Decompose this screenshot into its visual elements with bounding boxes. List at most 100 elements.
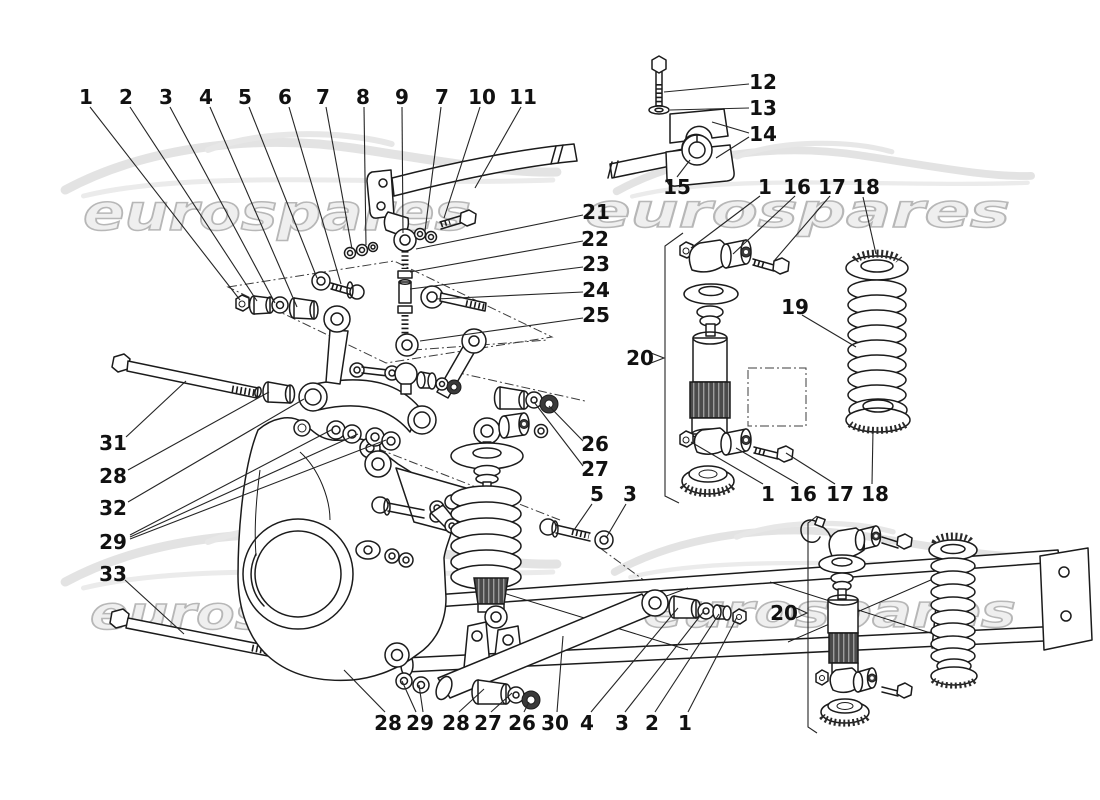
leader-line xyxy=(690,195,761,249)
leader-line xyxy=(415,214,584,250)
hub-bore xyxy=(242,518,354,630)
callout-label: 30 xyxy=(541,711,569,735)
leader-line xyxy=(556,635,564,713)
callout-label: 32 xyxy=(99,496,127,520)
coil-spring-2 xyxy=(928,532,978,689)
leader-line xyxy=(125,380,187,438)
callout-label: 21 xyxy=(582,200,610,224)
leader-line xyxy=(89,106,241,301)
leader-line xyxy=(573,503,593,531)
callout-label: 22 xyxy=(581,227,609,251)
leader-line xyxy=(129,439,387,540)
leader-line xyxy=(129,428,334,536)
leader-line xyxy=(690,441,764,485)
toe-control-arm xyxy=(298,305,487,435)
leader-line xyxy=(169,106,276,304)
leader-line xyxy=(127,398,305,503)
callout-label: 33 xyxy=(99,562,127,586)
callout-label: 18 xyxy=(861,482,889,506)
leader-line xyxy=(443,106,481,219)
bracket-pointer xyxy=(795,607,809,619)
leader-line xyxy=(687,616,738,713)
callout-label: 11 xyxy=(509,85,537,109)
leader-line xyxy=(676,159,691,178)
callout-label: 17 xyxy=(818,175,846,199)
callout-label: 18 xyxy=(852,175,880,199)
leader-line xyxy=(248,106,318,279)
leader-line xyxy=(711,121,750,134)
callout-label: 26 xyxy=(508,711,536,735)
callout-label: 2 xyxy=(645,711,659,735)
callout-label: 19 xyxy=(781,295,809,319)
leader-line xyxy=(458,688,485,713)
bush-cluster xyxy=(493,386,559,414)
hub-upright xyxy=(237,417,477,682)
leader-line xyxy=(624,610,705,713)
callout-label: 7 xyxy=(316,85,330,109)
pivot-washers xyxy=(326,420,401,451)
callout-label: 29 xyxy=(406,711,434,735)
callout-label: 4 xyxy=(199,85,213,109)
callout-label: 7 xyxy=(435,85,449,109)
callout-label: 25 xyxy=(582,303,610,327)
leader-line xyxy=(288,106,342,285)
leader-line xyxy=(409,240,584,273)
callout-label: 1 xyxy=(678,711,692,735)
leader-line xyxy=(490,692,513,713)
leader-line xyxy=(343,669,386,713)
callout-label: 29 xyxy=(99,530,127,554)
rear-subframe xyxy=(400,547,1093,677)
callout-label: 1 xyxy=(758,175,772,199)
callout-label: 6 xyxy=(278,85,292,109)
leader-line xyxy=(363,106,367,246)
callout-label: 20 xyxy=(770,601,798,625)
leader-line xyxy=(773,195,831,262)
callout-label: 2 xyxy=(119,85,133,109)
upper-radius-rod xyxy=(111,353,296,404)
watermark-text: eurospares xyxy=(585,184,1010,238)
leader-line xyxy=(419,317,584,342)
leader-line xyxy=(523,701,530,713)
callout-label: 17 xyxy=(826,482,854,506)
damper-exploded-1 xyxy=(679,239,794,497)
leader-line xyxy=(801,314,857,348)
callout-label: 1 xyxy=(79,85,93,109)
callout-label: 28 xyxy=(442,711,470,735)
leader-line xyxy=(871,429,874,485)
callout-label: 15 xyxy=(663,175,691,199)
callout-label: 9 xyxy=(395,85,409,109)
pivot-bolt-5-3 xyxy=(539,518,614,550)
group-brackets xyxy=(650,232,818,734)
callout-label: 5 xyxy=(238,85,252,109)
callout-label: 23 xyxy=(582,252,610,276)
callout-label: 28 xyxy=(99,464,127,488)
damper-exploded-2 xyxy=(800,516,913,727)
leader-line xyxy=(129,106,258,302)
bracket-pointer xyxy=(650,352,666,364)
leader-line xyxy=(732,195,796,255)
callout-label: 31 xyxy=(99,431,127,455)
callout-label: 3 xyxy=(615,711,629,735)
leader-line xyxy=(209,106,298,308)
leader-line xyxy=(424,106,442,232)
leader-line xyxy=(124,579,185,635)
callout-label: 3 xyxy=(159,85,173,109)
callout-label: 12 xyxy=(749,70,777,94)
balljoint-bolt-row xyxy=(349,362,462,395)
callout-label: 28 xyxy=(374,711,402,735)
leader-line xyxy=(735,447,799,485)
callout-label: 1 xyxy=(761,482,775,506)
coil-spring-1 xyxy=(845,249,911,434)
leader-line xyxy=(654,613,720,713)
callout-label: 26 xyxy=(581,432,609,456)
assembled-coilover xyxy=(450,412,549,629)
anti-roll-bar xyxy=(366,143,691,219)
leader-line xyxy=(325,106,353,250)
leader-line xyxy=(129,433,359,538)
callout-label: 10 xyxy=(468,85,496,109)
callout-label: 20 xyxy=(626,346,654,370)
leader-line xyxy=(409,266,584,290)
